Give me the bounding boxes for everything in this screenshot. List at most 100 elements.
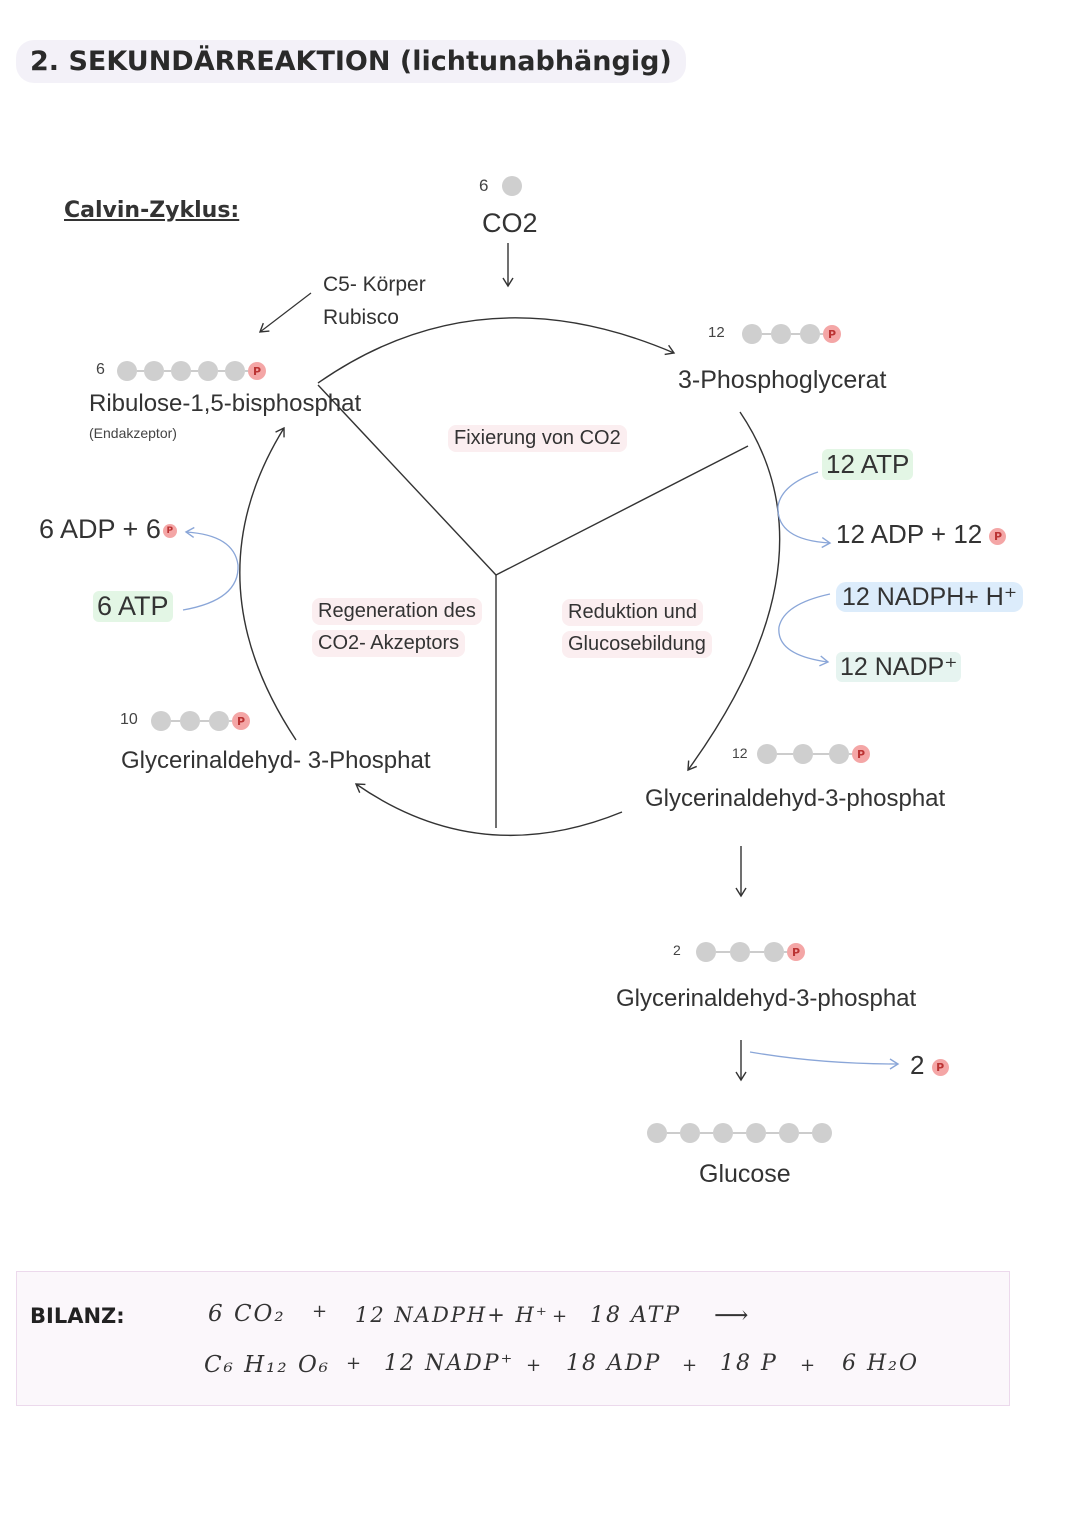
right-adp-text: 12 ADP + 12 P [836, 519, 1007, 550]
carbon-atom [680, 1123, 700, 1143]
g3p-left-count: 10 [120, 711, 138, 728]
carbon-atom [696, 942, 716, 962]
divider-left [317, 384, 497, 576]
carbon-atom [209, 711, 229, 731]
carbon-atom [757, 744, 777, 764]
right-atp-label: 12 ATP [822, 449, 914, 480]
bilanz-plus: + [800, 1355, 818, 1376]
molecule-ribulose: P [117, 361, 266, 381]
carbon-atom [144, 361, 164, 381]
bilanz-plus: + [526, 1355, 544, 1376]
glucose-label: Glucose [699, 1160, 791, 1188]
phase-regeneration-line1: Regeneration des [312, 598, 482, 625]
carbon-atom [171, 361, 191, 381]
carbon-atom [151, 711, 171, 731]
divider-right [495, 445, 749, 576]
phosphate-symbol: P [253, 365, 261, 378]
carbon-atom [647, 1123, 667, 1143]
phase-regeneration-line2: CO2- Akzeptors [312, 630, 466, 657]
carbon-atom [779, 1123, 799, 1143]
carbon-atom [746, 1123, 766, 1143]
bilanz-co2: 6 CO₂ [208, 1301, 286, 1327]
c5-koerper-label: C5- Körper [323, 273, 426, 296]
phosphoglycerat-label: 3-Phosphoglycerat [678, 366, 887, 394]
phosphate-out: 2 P [910, 1050, 949, 1081]
phosphate-atom [823, 325, 841, 343]
carbon-atom [730, 942, 750, 962]
bilanz-plus: + [346, 1353, 364, 1374]
phosphate-atom [787, 943, 805, 961]
bilanz-plus: + [682, 1355, 700, 1376]
molecule-g3p-bottom: P [696, 942, 805, 962]
carbon-atom [812, 1123, 832, 1143]
bilanz-label: BILANZ: [30, 1304, 125, 1328]
phase-reduktion-line1: Reduktion und [562, 599, 703, 626]
phosphate-symbol: P [792, 946, 800, 959]
phosphoglycerat-count: 12 [708, 324, 725, 341]
bilanz-glucose: C₆ H₁₂ O₆ [204, 1352, 331, 1378]
g3p-right-label: Glycerinaldehyd-3-phosphat [645, 785, 946, 812]
phosphate-symbol: P [857, 748, 865, 761]
g3p-right-count: 12 [732, 745, 748, 761]
phase-reduktion-line2: Glucosebildung [562, 631, 712, 658]
page-title: 2. SEKUNDÄRREAKTION (lichtunabhängig) [16, 40, 686, 83]
cycle-arc-left [239, 426, 297, 741]
cycle-arc-right [687, 411, 781, 772]
cycle-arc-top [317, 317, 676, 384]
carbon-atom [713, 1123, 733, 1143]
phosphate-atom [232, 712, 250, 730]
molecule-g3p-left: P [151, 711, 250, 731]
right-atp-arrow [777, 471, 832, 549]
ribulose-count: 6 [96, 361, 105, 378]
bilanz-plus: + [312, 1301, 330, 1322]
left-adp-label: 6 ADP + 6 [39, 514, 161, 544]
phosphate-symbol: P [237, 715, 245, 728]
carbon-atom [800, 324, 820, 344]
carbon-atom [793, 744, 813, 764]
phosphate-icon: P [931, 1058, 949, 1076]
ribulose-note: (Endakzeptor) [89, 425, 177, 441]
rubisco-arrow [258, 292, 312, 333]
carbon-atom [771, 324, 791, 344]
bilanz-phosphate: 18 P [720, 1351, 778, 1376]
rubisco-label: Rubisco [323, 306, 399, 329]
phosphate-icon: P [162, 523, 177, 538]
bilanz-atp: 18 ATP [590, 1303, 682, 1328]
carbon-atom [764, 942, 784, 962]
bilanz-arrow: ⟶ [714, 1301, 751, 1329]
phase-fixierung: Fixierung von CO2 [448, 425, 627, 452]
cycle-arc-bottom [354, 783, 623, 837]
left-atp-label: 6 ATP [93, 591, 173, 622]
g3p-bottom-label: Glycerinaldehyd-3-phosphat [616, 985, 917, 1012]
left-atp-arrow [182, 526, 239, 611]
right-adp-label: 12 ADP + 12 [836, 519, 983, 549]
phosphate-out-count: 2 [910, 1050, 925, 1080]
bilanz-adp: 18 ADP [566, 1351, 662, 1376]
bilanz-water: 6 H₂O [842, 1351, 920, 1376]
bilanz-plus: + [552, 1306, 570, 1327]
phosphate-symbol: P [828, 328, 836, 341]
phosphate-release-arrow [749, 1051, 900, 1070]
carbon-atom [502, 176, 522, 196]
molecule-co2 [502, 176, 522, 196]
nadph-label: 12 NADPH+ H⁺ [836, 582, 1024, 612]
bilanz-nadp: 12 NADP⁺ [384, 1351, 515, 1376]
carbon-atom [225, 361, 245, 381]
carbon-atom [198, 361, 218, 381]
molecule-glucose [647, 1123, 832, 1143]
co2-label: CO2 [482, 208, 538, 238]
carbon-atom [742, 324, 762, 344]
carbon-atom [117, 361, 137, 381]
carbon-atom [829, 744, 849, 764]
molecule-g3p-right: P [757, 744, 870, 764]
phosphate-icon: P [989, 527, 1007, 545]
g3p-left-label: Glycerinaldehyd- 3-Phosphat [121, 747, 431, 774]
section-subtitle: Calvin-Zyklus: [64, 198, 240, 223]
phosphate-atom [248, 362, 266, 380]
bilanz-box [16, 1271, 1010, 1406]
phosphate-atom [852, 745, 870, 763]
carbon-atom [180, 711, 200, 731]
molecule-phosphoglycerat: P [742, 324, 841, 344]
bilanz-nadph: 12 NADPH+ H⁺ [355, 1303, 549, 1327]
